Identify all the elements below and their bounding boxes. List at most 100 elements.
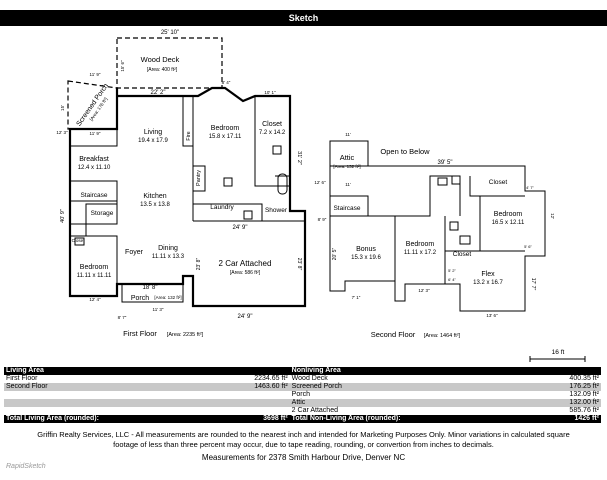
bedroom-b-dim: 11.11 x 17.2 (404, 250, 437, 256)
dim-deck-side: 15' 6" (120, 60, 125, 72)
dim-porch-front: 18' 8" (143, 285, 158, 291)
dim-right-4-7: 4' 7" (526, 185, 534, 190)
porch-outline (121, 284, 184, 303)
closet-b-label: Closet (453, 251, 472, 258)
fire-label: Fire (186, 131, 192, 140)
dim-inner-6-4: 6' 4" (448, 277, 456, 282)
sink-icon (243, 210, 253, 220)
living-area-header: Living Area (4, 367, 290, 375)
bonus-dim: 15.3 x 19.6 (351, 255, 381, 261)
disclaimer-line-2: footage of less than three percent may o… (113, 440, 494, 449)
staircase-label: Staircase (80, 192, 107, 199)
dim-attic-inner: 11' (345, 182, 351, 187)
bedroom-a-label: Bedroom (494, 211, 523, 218)
breakfast-dim: 12.4 x 11.10 (78, 165, 111, 171)
dim-bottom-7-1: 7' 1" (352, 295, 361, 300)
bathtub-icon (277, 173, 288, 195)
dim-right-12: 12' (550, 213, 555, 219)
dim-garage-left: 23' 8" (196, 258, 202, 271)
toilet-icon (449, 221, 459, 231)
dim-living-top: 22' 2" (151, 90, 166, 96)
main-closet-label: Closet (262, 121, 282, 128)
storage-label: Storage (91, 210, 114, 217)
scale-bar: 16 ft (529, 349, 586, 362)
toilet-icon (223, 177, 233, 187)
second-floor-area: [Area: 1464 ft²] (424, 333, 461, 339)
dim-garage-right: 23' 8" (296, 258, 302, 271)
living-dim: 19.4 x 17.9 (138, 138, 168, 144)
main-bedroom-dim: 15.8 x 17.11 (209, 134, 242, 140)
main-closet-dim: 7.2 x 14.2 (259, 130, 286, 136)
dim-left-12-4: 12' 4" (89, 297, 101, 302)
flex-label: Flex (481, 271, 495, 278)
dim-inner-5-2: 5' 2" (448, 268, 456, 273)
porch-label: Porch (131, 295, 149, 302)
first-floor-plan: Wood Deck [Area: 400 ft²] Screened Porch… (56, 30, 307, 338)
scale-label: 16 ft (552, 349, 565, 356)
kitchen-dim: 13.5 x 13.8 (140, 202, 170, 208)
dim-left-20-5: 20' 5" (332, 248, 338, 261)
table-row: First Floor 2234.65 ft² Wood Deck 400.35… (6, 375, 599, 382)
dim-left-small: 12' 3" (56, 130, 68, 135)
table-row: 2 Car Attached 585.76 ft² (291, 407, 599, 414)
bedroom-b-label: Bedroom (406, 241, 435, 248)
sink-icon (74, 237, 85, 246)
shower-label: Shower (265, 207, 288, 214)
wood-deck-area: [Area: 400 ft²] (147, 67, 178, 73)
floor-plan-sketch: Wood Deck [Area: 400 ft²] Screened Porch… (56, 30, 586, 362)
toilet-icon (272, 145, 282, 155)
dim-porch-side: 15' (60, 105, 65, 111)
dim-attic-side: 12' 6" (314, 180, 326, 185)
toilet-icon (437, 177, 448, 186)
table-row: Second Floor 1463.60 ft² Screened Porch … (4, 383, 601, 391)
pantry-label: Pantry (196, 170, 202, 186)
porch-area: [Area: 132 ft²] (154, 295, 181, 300)
sketch-title: Sketch (0, 10, 607, 26)
bonus-label: Bonus (356, 246, 376, 253)
garage-area: [Area: 586 ft²] (230, 270, 261, 276)
second-floor-outer-wall (329, 140, 546, 312)
second-staircase-label: Staircase (333, 205, 360, 212)
kitchen-label: Kitchen (143, 193, 166, 200)
main-bedroom-label: Bedroom (211, 125, 240, 132)
garage-label: 2 Car Attached (219, 259, 272, 268)
attic-area: [Area: 132 ft²] (333, 164, 360, 169)
living-label: Living (144, 129, 162, 136)
area-summary-table: Living Area Nonliving Area First Floor 2… (4, 367, 601, 423)
first-floor-label: First Floor (123, 329, 157, 338)
bedroom-2-label: Bedroom (80, 264, 109, 271)
dim-top-39-5: 39' 5" (438, 160, 453, 166)
foyer-label: Foyer (125, 249, 144, 256)
dim-garage-bottom: 24' 9" (238, 314, 253, 320)
dim-garage-top: 24' 9" (233, 225, 248, 231)
dim-top-8-4: 8' 4" (222, 80, 231, 85)
open-to-below-label: Open to Below (380, 147, 430, 156)
dim-attic-top: 11' (345, 132, 351, 137)
sink-icon (459, 235, 471, 245)
dim-top-10-1: 10' 1" (264, 90, 276, 95)
table-row: Porch 132.09 ft² (291, 391, 599, 398)
bedroom-a-dim: 16.5 x 12.11 (492, 220, 525, 226)
dim-deck-width: 25' 10" (161, 30, 179, 36)
breakfast-label: Breakfast (79, 156, 109, 163)
dim-porch-top: 11' 9" (90, 72, 101, 77)
dim-left-40-9: 40' 9" (60, 209, 66, 223)
totals-row: Total Living Area (rounded): 3698 ft² To… (4, 415, 601, 423)
rapidsketch-logo: RapidSketch (6, 463, 46, 470)
dim-right-5-6: 5' 6" (524, 244, 532, 249)
wood-deck-label: Wood Deck (141, 55, 180, 64)
dim-bottom-12-3: 12' 3" (418, 288, 430, 293)
dim-bottom-11-3: 11' 3" (153, 307, 164, 312)
table-row: Attic 132.00 ft² (4, 399, 601, 407)
first-floor-area: [Area: 2235 ft²] (167, 332, 204, 338)
dining-dim: 11.11 x 13.3 (152, 254, 185, 260)
laundry-label: Laundry (210, 204, 234, 211)
dim-bottom-13-6: 13' 6" (486, 313, 498, 318)
dim-right-31-2: 31' 2" (296, 151, 302, 165)
dim-right-17-7: 17' 7" (530, 278, 536, 291)
dining-label: Dining (158, 245, 178, 252)
address-line: Measurements for 2378 Smith Harbour Driv… (201, 453, 406, 462)
second-floor-plan: Attic [Area: 132 ft²] Open to Below Clos… (314, 132, 555, 339)
table-header: Living Area Nonliving Area (4, 367, 601, 375)
closet-a-label: Closet (489, 179, 508, 186)
